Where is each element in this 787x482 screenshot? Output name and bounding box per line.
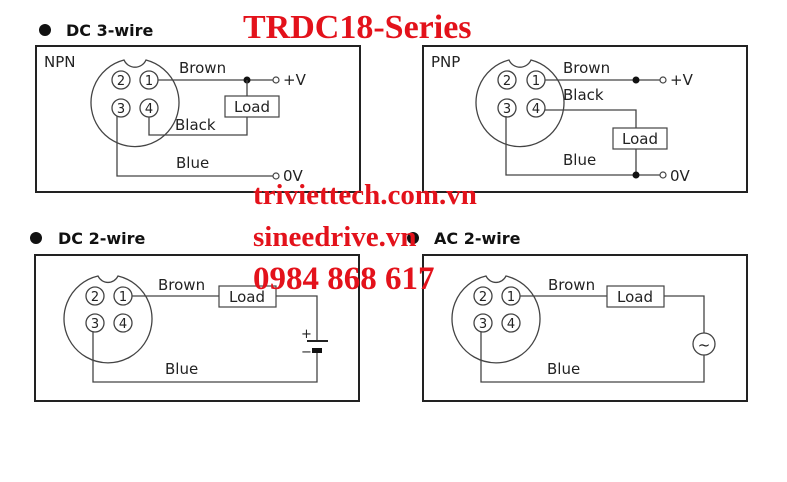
zero-volt-label: 0V bbox=[670, 167, 691, 185]
pin-1-label: 1 bbox=[532, 74, 540, 89]
load-label: Load bbox=[617, 288, 653, 306]
bullet-icon bbox=[407, 232, 419, 244]
pin-2-label: 2 bbox=[117, 74, 125, 89]
load-box bbox=[612, 127, 668, 150]
brown-label: Brown bbox=[158, 276, 205, 294]
blue-label: Blue bbox=[176, 154, 209, 172]
brown-label: Brown bbox=[548, 276, 595, 294]
zero-volt-label: 0V bbox=[283, 167, 304, 185]
brown-label: Brown bbox=[179, 59, 226, 77]
connector-outline-icon bbox=[90, 59, 180, 148]
load-label: Load bbox=[234, 98, 270, 116]
pin-4-icon bbox=[501, 313, 521, 333]
bullet-icon bbox=[30, 232, 42, 244]
pin-2-icon bbox=[473, 286, 493, 306]
pnp-diagram: PNP 2 1 3 4 Brown +V Black Load Blue 0V bbox=[422, 45, 748, 193]
pin-2-icon bbox=[111, 70, 131, 90]
brown-label: Brown bbox=[563, 59, 610, 77]
black-label: Black bbox=[563, 86, 604, 104]
ac-source-symbol: ~ bbox=[698, 336, 711, 354]
black-wire bbox=[545, 109, 637, 128]
pin-4-label: 4 bbox=[145, 102, 153, 117]
pin-3-icon bbox=[111, 98, 131, 118]
vplus-label: +V bbox=[670, 71, 694, 89]
battery-minus-label: − bbox=[301, 345, 312, 360]
blue-wire bbox=[505, 116, 660, 176]
pin-1-label: 1 bbox=[507, 290, 515, 305]
black-wire bbox=[148, 117, 248, 136]
load-label: Load bbox=[229, 288, 265, 306]
pin-3-label: 3 bbox=[503, 102, 511, 117]
junction-dot-icon bbox=[632, 76, 640, 84]
blue-wire bbox=[480, 332, 705, 383]
pin-3-icon bbox=[85, 313, 105, 333]
dc2-diagram: 2 1 3 4 Brown Load + − Blue bbox=[34, 254, 360, 402]
connector-outline-icon bbox=[451, 275, 541, 364]
pin-4-label: 4 bbox=[119, 317, 127, 332]
terminal-icon bbox=[272, 172, 280, 180]
pin-1-label: 1 bbox=[119, 290, 127, 305]
blue-wire bbox=[116, 116, 273, 177]
watermark-site1: triviettech.com.vn bbox=[253, 179, 477, 211]
pin-2-icon bbox=[497, 70, 517, 90]
load-label: Load bbox=[622, 130, 658, 148]
watermark-site2: sineedrive.vn bbox=[253, 221, 417, 253]
blue-label: Blue bbox=[547, 360, 580, 378]
section-heading-dc3: DC 3-wire bbox=[66, 21, 154, 40]
blue-label: Blue bbox=[165, 360, 198, 378]
pin-2-label: 2 bbox=[503, 74, 511, 89]
terminal-icon bbox=[659, 76, 667, 84]
load-wire bbox=[276, 295, 318, 341]
battery-negative-plate bbox=[312, 348, 322, 353]
pin-3-label: 3 bbox=[479, 317, 487, 332]
connector-outline-icon bbox=[475, 59, 565, 148]
watermark-phone: 0984 868 617 bbox=[253, 261, 435, 297]
pin-2-label: 2 bbox=[479, 290, 487, 305]
pin-4-icon bbox=[526, 98, 546, 118]
npn-frame bbox=[35, 45, 361, 193]
vplus-label: +V bbox=[283, 71, 307, 89]
dc2-frame bbox=[34, 254, 360, 402]
connector-outline-icon bbox=[63, 275, 153, 364]
npn-diagram: NPN 2 1 3 4 Brown +V Load Black Blue 0V bbox=[35, 45, 361, 193]
pin-3-icon bbox=[497, 98, 517, 118]
pin-3-label: 3 bbox=[91, 317, 99, 332]
pin-3-icon bbox=[473, 313, 493, 333]
terminal-icon bbox=[272, 76, 280, 84]
npn-type-label: NPN bbox=[44, 53, 76, 71]
black-label: Black bbox=[175, 116, 216, 134]
pin-2-label: 2 bbox=[91, 290, 99, 305]
pin-2-icon bbox=[85, 286, 105, 306]
section-heading-ac2: AC 2-wire bbox=[434, 229, 521, 248]
ac2-frame bbox=[422, 254, 748, 402]
pin-3-label: 3 bbox=[117, 102, 125, 117]
section-heading-dc2: DC 2-wire bbox=[58, 229, 146, 248]
blue-wire bbox=[92, 332, 318, 383]
terminal-icon bbox=[659, 171, 667, 179]
battery-plus-label: + bbox=[301, 327, 312, 342]
pnp-type-label: PNP bbox=[431, 53, 460, 71]
bullet-icon bbox=[39, 24, 51, 36]
ac2-diagram: 2 1 3 4 Brown Load ~ Blue bbox=[422, 254, 748, 402]
load-wire bbox=[664, 295, 705, 333]
junction-dot-icon bbox=[632, 171, 640, 179]
pin-1-label: 1 bbox=[145, 74, 153, 89]
pin-4-label: 4 bbox=[507, 317, 515, 332]
pin-4-icon bbox=[113, 313, 133, 333]
blue-label: Blue bbox=[563, 151, 596, 169]
series-title: TRDC18-Series bbox=[243, 9, 472, 46]
pnp-frame bbox=[422, 45, 748, 193]
load-box bbox=[224, 95, 280, 118]
pin-4-label: 4 bbox=[532, 102, 540, 117]
